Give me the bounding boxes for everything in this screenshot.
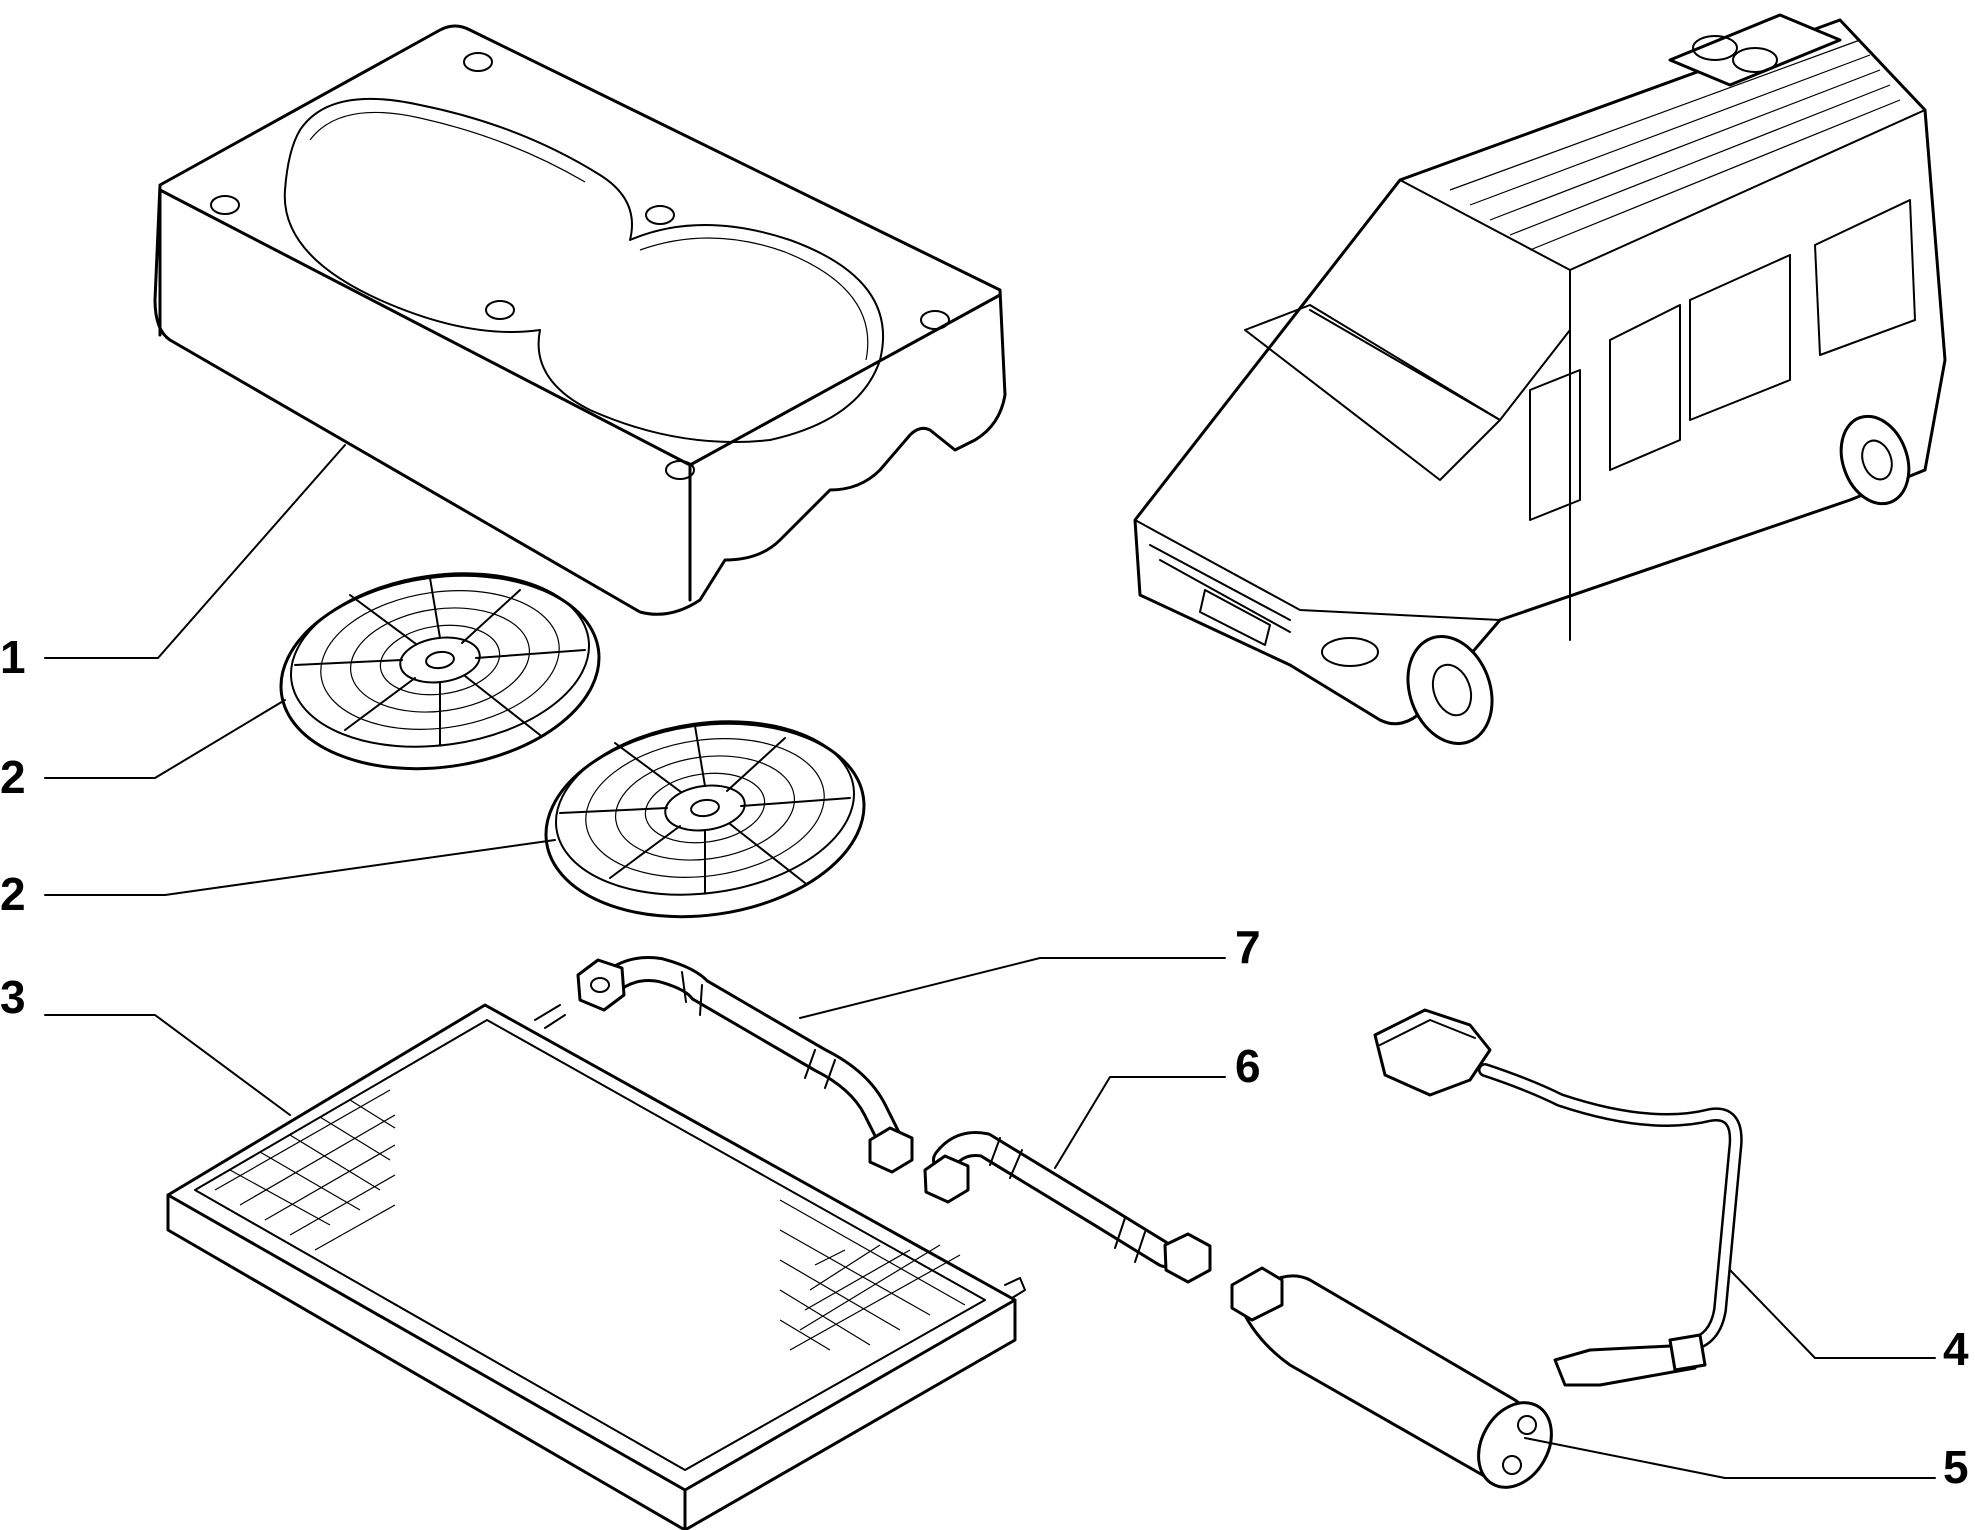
leader-1 [44,444,346,659]
callout-5: 5 [1943,1441,1969,1493]
leader-7 [799,957,1226,1019]
callout-labels: 1 2 2 3 7 6 4 5 [0,631,1969,1493]
callout-2-lower: 2 [0,868,26,920]
callout-6: 6 [1235,1040,1261,1092]
fan-upper [279,572,601,771]
callout-7: 7 [1235,921,1261,973]
leader-4 [1729,1269,1936,1359]
leader-5 [1524,1437,1936,1479]
leader-3 [44,1014,291,1116]
leader-2a [44,699,286,779]
callout-1: 1 [0,631,26,683]
pressure-switch-cable [1373,1008,1743,1387]
leader-2b [44,839,556,896]
roof-mounting-frame [153,24,1007,616]
lower-pipe [923,1131,1212,1284]
callout-2-upper: 2 [0,751,26,803]
condenser [166,1003,1026,1530]
receiver-dryer [1230,1266,1553,1489]
upper-pipe [576,956,914,1174]
callout-3: 3 [0,971,26,1023]
fan-lower [544,720,866,919]
callout-4: 4 [1943,1323,1969,1375]
leader-lines [44,444,1936,1479]
van-illustration [1133,13,1947,745]
leader-6 [1054,1076,1226,1169]
